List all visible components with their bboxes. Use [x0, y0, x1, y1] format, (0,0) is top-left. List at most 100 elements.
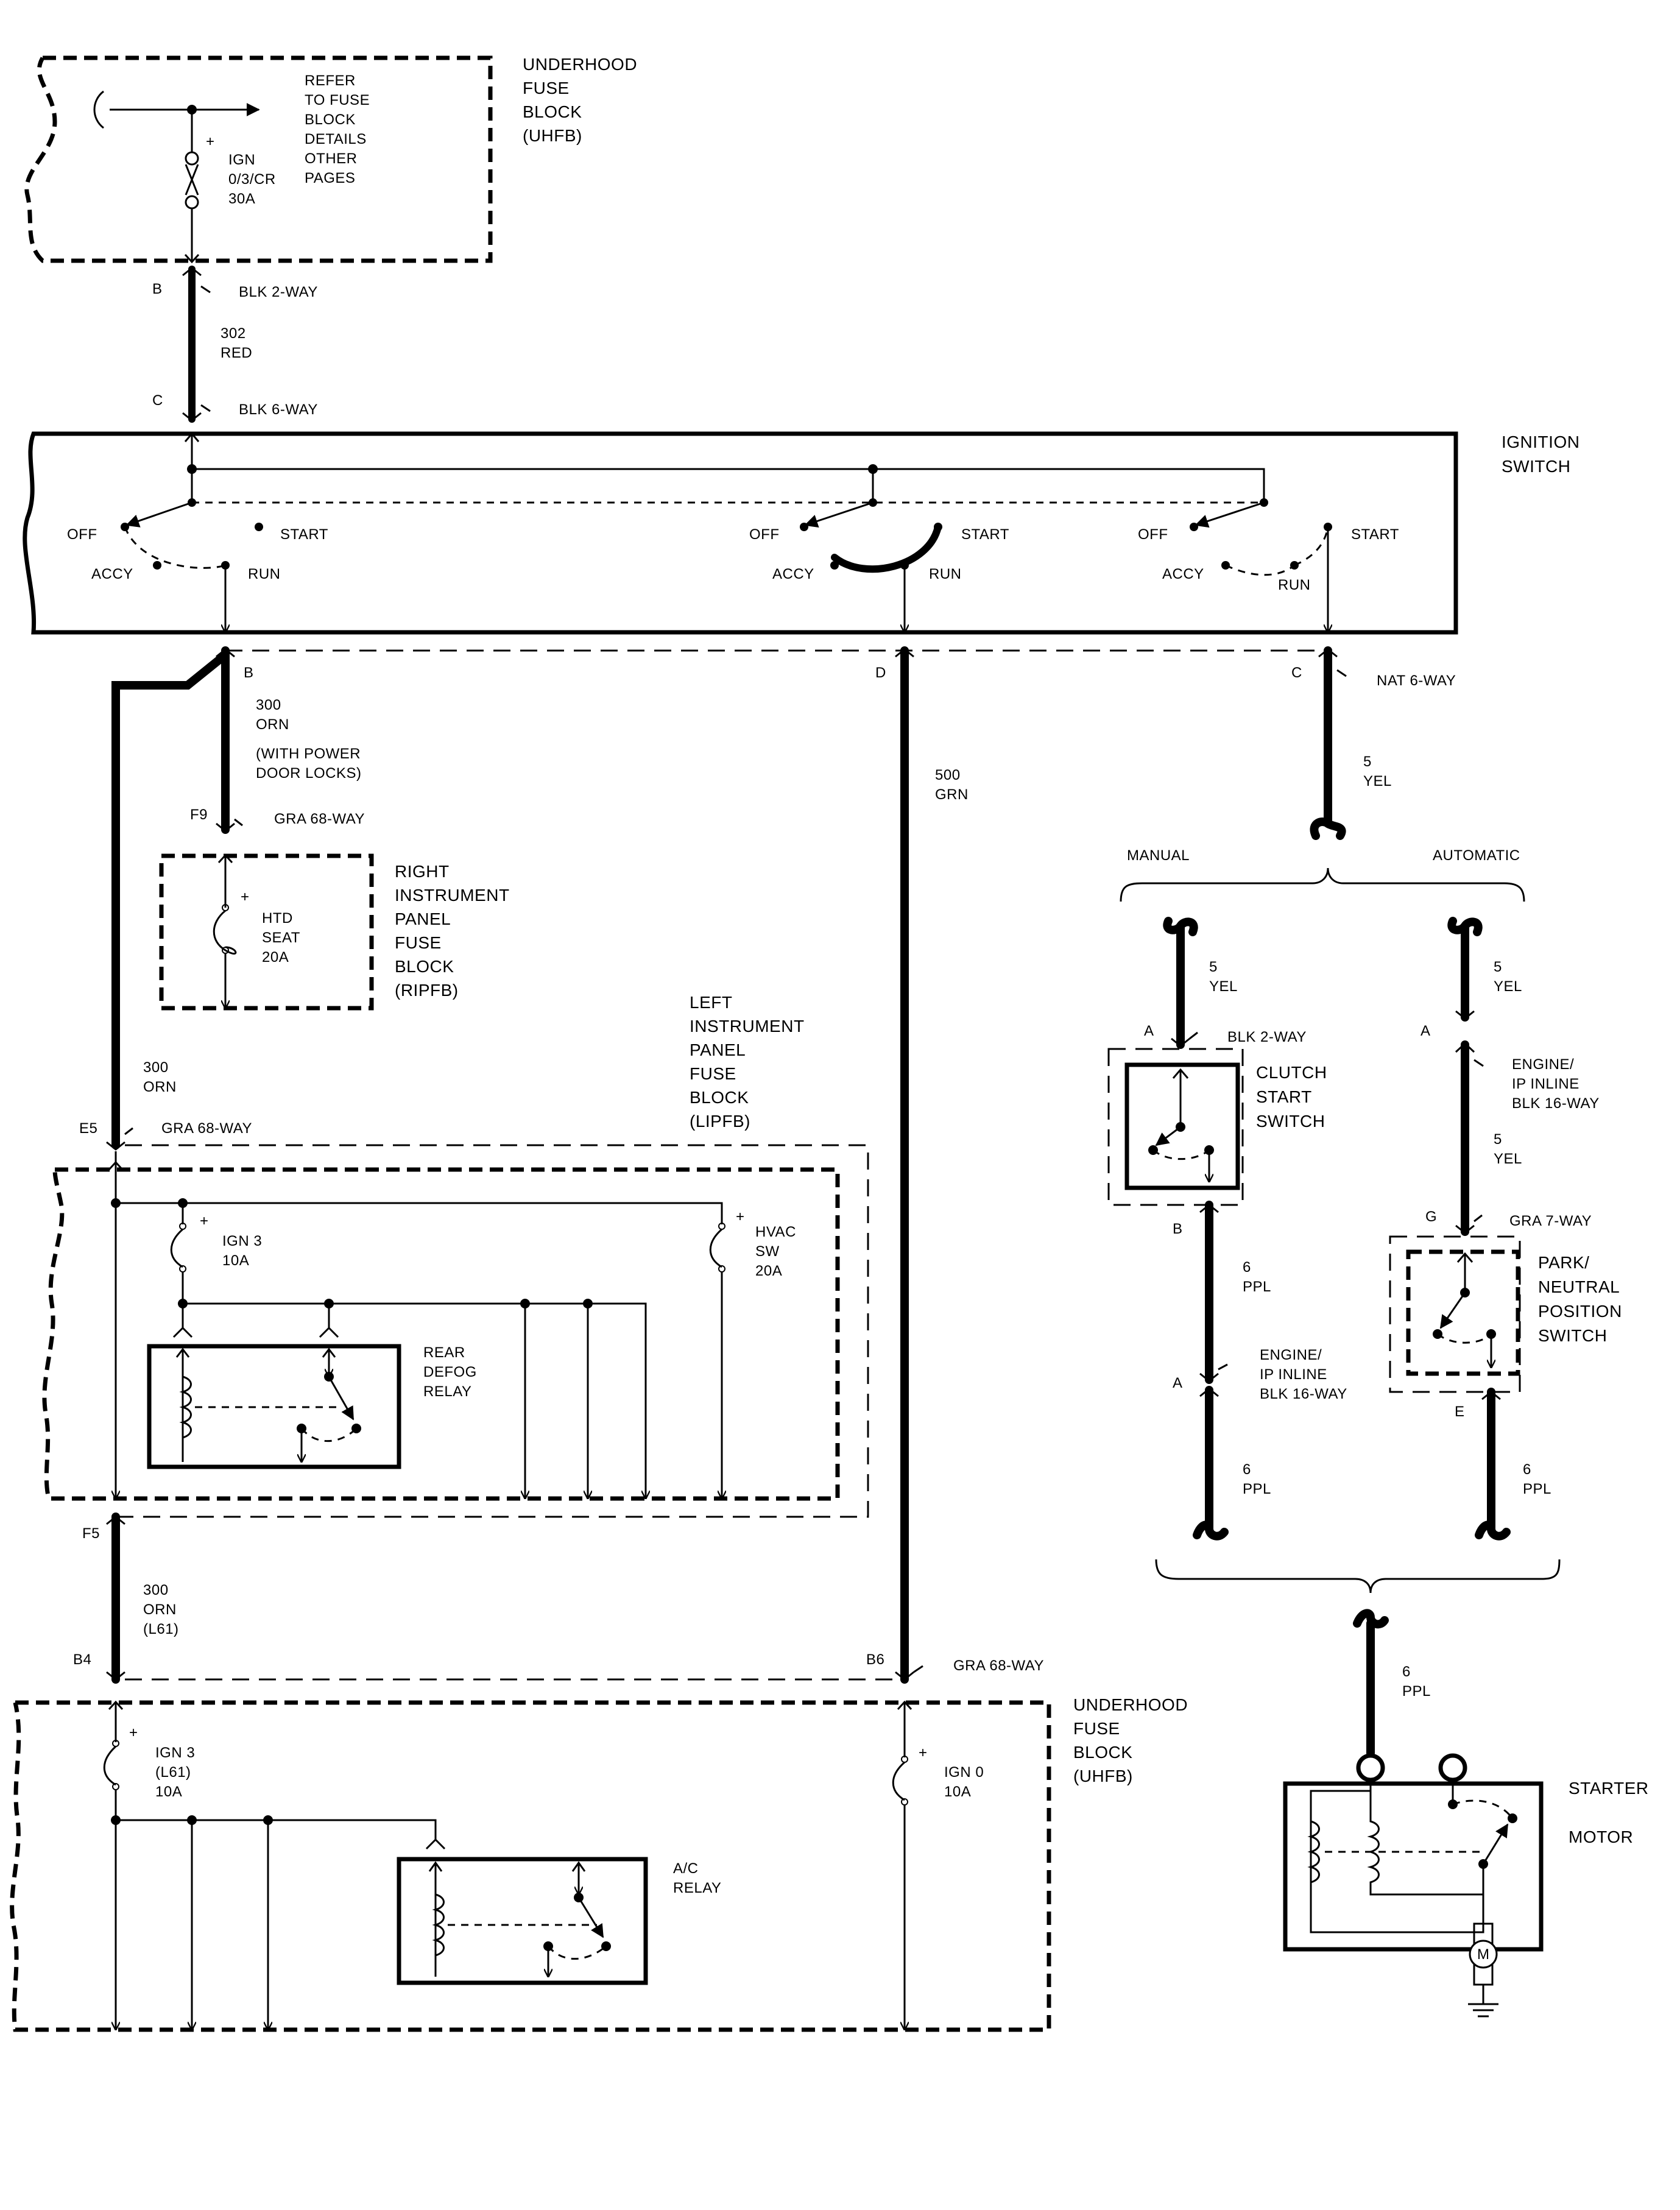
- conn-f5-pin: F5: [82, 1525, 100, 1542]
- uhfb-bot-ign3-1: IGN 3: [155, 1745, 195, 1761]
- conn-b-top-pin: B: [152, 281, 163, 297]
- wire-300-orn: B 300 ORN (WITH POWER DOOR LOCKS) F9 GRA…: [79, 646, 365, 1151]
- auto-conn-g-pin: G: [1425, 1209, 1437, 1225]
- wire-302-color: RED: [221, 345, 252, 361]
- lipfb-hvac-1: HVAC: [755, 1224, 796, 1240]
- manual-wire-6a-color: PPL: [1243, 1279, 1271, 1295]
- conn-e5-label: GRA 68-WAY: [161, 1120, 252, 1137]
- manual-inline-3: BLK 16-WAY: [1260, 1386, 1347, 1402]
- ripfb-name-4: FUSE: [395, 933, 442, 952]
- wire-300-bot-num: 300: [143, 1582, 169, 1598]
- lipfb-relay-2: DEFOG: [423, 1364, 477, 1380]
- sw2-off: OFF: [749, 526, 780, 543]
- manual-branch: 5 YEL A BLK 2-WAY CLUTCH START SWITCH B …: [1107, 917, 1347, 1541]
- uhfb-bot-ign0-2: 10A: [944, 1784, 971, 1800]
- uhfb-bot-relay-1: A/C: [673, 1860, 699, 1877]
- auto-inline-2: IP INLINE: [1512, 1076, 1579, 1092]
- ripfb-name-3: PANEL: [395, 909, 451, 928]
- trans-manual: MANUAL: [1127, 847, 1190, 864]
- fuse-ign-label-2: 0/3/CR: [228, 171, 276, 188]
- sw1-run: RUN: [248, 566, 281, 582]
- ripfb-fuse-1: HTD: [262, 910, 293, 927]
- uhfb-top-name-2: FUSE: [523, 79, 570, 97]
- ripfb-fuse-2: SEAT: [262, 930, 300, 946]
- sw3-run: RUN: [1278, 577, 1311, 593]
- uhfb-bot-relay-2: RELAY: [673, 1880, 721, 1896]
- manual-wire-5-num: 5: [1209, 959, 1218, 975]
- lipfb-name-3: PANEL: [690, 1040, 746, 1059]
- conn-d-mid-pin: D: [875, 665, 886, 681]
- refer-line-3: BLOCK: [305, 111, 356, 128]
- pnp-name-2: NEUTRAL: [1538, 1277, 1620, 1296]
- conn-b-mid-pin: B: [244, 665, 254, 681]
- refer-line-2: TO FUSE: [305, 92, 370, 108]
- trans-brace-top: MANUAL AUTOMATIC: [1120, 847, 1525, 902]
- clutch-name-3: SWITCH: [1256, 1112, 1325, 1131]
- ripfb-fuse-3: 20A: [262, 949, 289, 966]
- ripfb-block: + HTD SEAT 20A RIGHT INSTRUMENT PANEL FU…: [159, 853, 510, 1011]
- fuse-ign-label-3: 30A: [228, 191, 255, 207]
- manual-inline-pin: A: [1173, 1375, 1183, 1391]
- sw1-accy: ACCY: [91, 566, 133, 582]
- wire-300-top-note-2: DOOR LOCKS): [256, 765, 362, 782]
- lipfb-plus-2: +: [736, 1209, 745, 1225]
- uhfb-top-name-4: (UHFB): [523, 126, 582, 145]
- ripfb-name-2: INSTRUMENT: [395, 886, 510, 905]
- fuse-ign-label-1: IGN: [228, 152, 255, 168]
- manual-wire-6a-num: 6: [1243, 1259, 1251, 1276]
- lipfb-ign3-1: IGN 3: [222, 1233, 262, 1249]
- wire-500-num: 500: [935, 767, 961, 783]
- wire-302: B BLK 2-WAY 302 RED C BLK 6-WAY: [152, 266, 317, 423]
- lipfb-hvac-2: SW: [755, 1243, 780, 1260]
- uhfb-top-block: + IGN 0/3/CR 30A REFER TO FUSE BLOCK DET…: [24, 55, 637, 264]
- wire-500-grn: D 500 GRN B6 GRA 68-WAY: [866, 646, 1044, 1684]
- conn-b6-label: GRA 68-WAY: [953, 1658, 1044, 1674]
- wire-300-top-color: ORN: [256, 716, 289, 733]
- pnp-name-4: SWITCH: [1538, 1326, 1607, 1345]
- conn-c-mid-label: NAT 6-WAY: [1377, 673, 1456, 689]
- conn-e5-pin: E5: [79, 1120, 97, 1137]
- wire-6-start-num: 6: [1402, 1664, 1411, 1680]
- auto-inline-3: BLK 16-WAY: [1512, 1095, 1600, 1112]
- uhfb-bot-plus-2: +: [919, 1745, 928, 1761]
- sw2-accy: ACCY: [772, 566, 814, 582]
- conn-f9-label: GRA 68-WAY: [274, 811, 365, 827]
- manual-inline-2: IP INLINE: [1260, 1366, 1327, 1383]
- auto-wire-5b-color: YEL: [1494, 1151, 1522, 1167]
- uhfb-bot-plus-1: +: [129, 1725, 138, 1741]
- sw3-off: OFF: [1138, 526, 1168, 543]
- automatic-branch: 5 YEL A ENGINE/ IP INLINE BLK 16-WAY 5 Y…: [1389, 917, 1622, 1541]
- wire-300-top-num: 300: [256, 697, 281, 713]
- auto-wire-5a-num: 5: [1494, 959, 1502, 975]
- sw2-start: START: [961, 526, 1009, 543]
- clutch-name-1: CLUTCH: [1256, 1063, 1327, 1082]
- uhfb-bot-name-4: (UHFB): [1073, 1767, 1133, 1785]
- wire-300-top-note-1: (WITH POWER: [256, 746, 361, 762]
- manual-wire-6b-color: PPL: [1243, 1481, 1271, 1497]
- trans-brace-bottom: [1155, 1559, 1561, 1594]
- refer-line-1: REFER: [305, 72, 356, 89]
- auto-inline-1: ENGINE/: [1512, 1056, 1574, 1073]
- refer-line-4: DETAILS: [305, 131, 367, 147]
- manual-wire-6b-num: 6: [1243, 1461, 1251, 1478]
- uhfb-top-plus: +: [206, 133, 215, 150]
- uhfb-bot-ign0-1: IGN 0: [944, 1764, 984, 1781]
- conn-c-mid-pin: C: [1291, 665, 1302, 681]
- manual-wire-5-color: YEL: [1209, 978, 1238, 995]
- wire-300-mid-color: ORN: [143, 1079, 177, 1095]
- lipfb-name-5: BLOCK: [690, 1088, 749, 1107]
- ignition-switch-name-2: SWITCH: [1502, 457, 1570, 476]
- wire-5-top-num: 5: [1363, 754, 1372, 770]
- wire-5-top-color: YEL: [1363, 773, 1392, 789]
- auto-inline-pin: A: [1421, 1023, 1431, 1039]
- uhfb-bot-name-2: FUSE: [1073, 1719, 1120, 1738]
- auto-wire-5a-color: YEL: [1494, 978, 1522, 995]
- auto-wire-6-num: 6: [1523, 1461, 1531, 1478]
- auto-wire-5b-num: 5: [1494, 1131, 1502, 1148]
- wire-6-start-color: PPL: [1402, 1683, 1431, 1700]
- wire-300-bot-note: (L61): [143, 1621, 179, 1637]
- uhfb-bot-name-3: BLOCK: [1073, 1743, 1132, 1762]
- motor-m: M: [1477, 1946, 1490, 1963]
- auto-conn-e-pin: E: [1455, 1403, 1465, 1420]
